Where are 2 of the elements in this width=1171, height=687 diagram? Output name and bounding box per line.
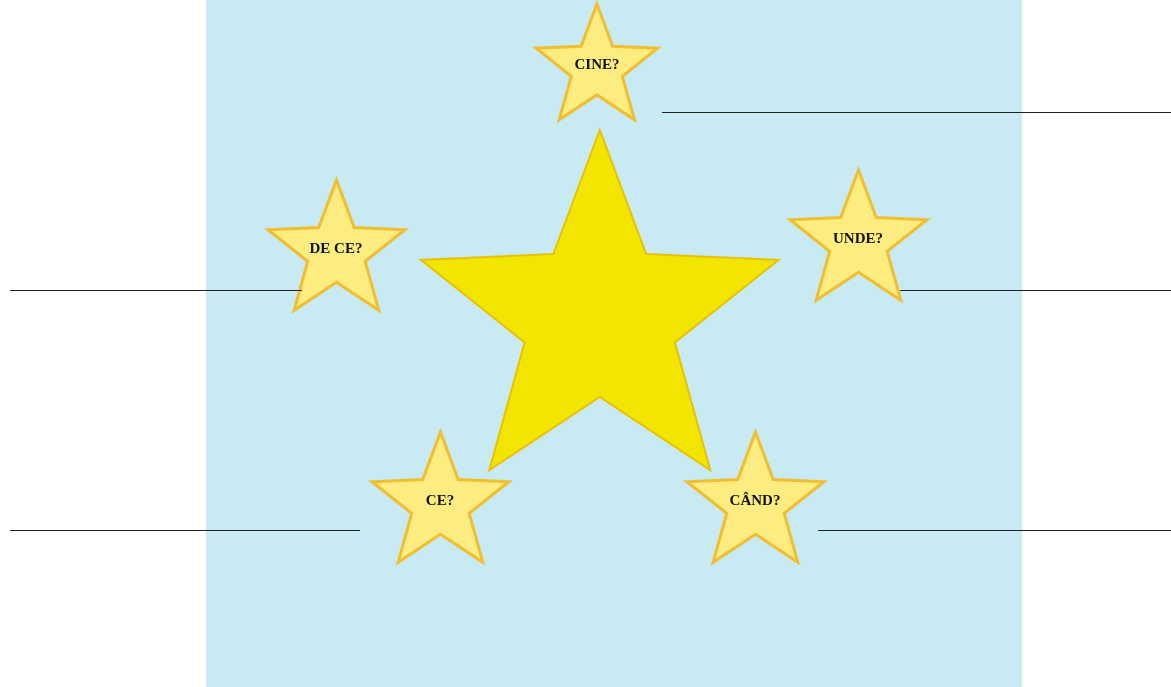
question-label: CINE? — [574, 55, 620, 73]
star-shape — [421, 130, 779, 471]
